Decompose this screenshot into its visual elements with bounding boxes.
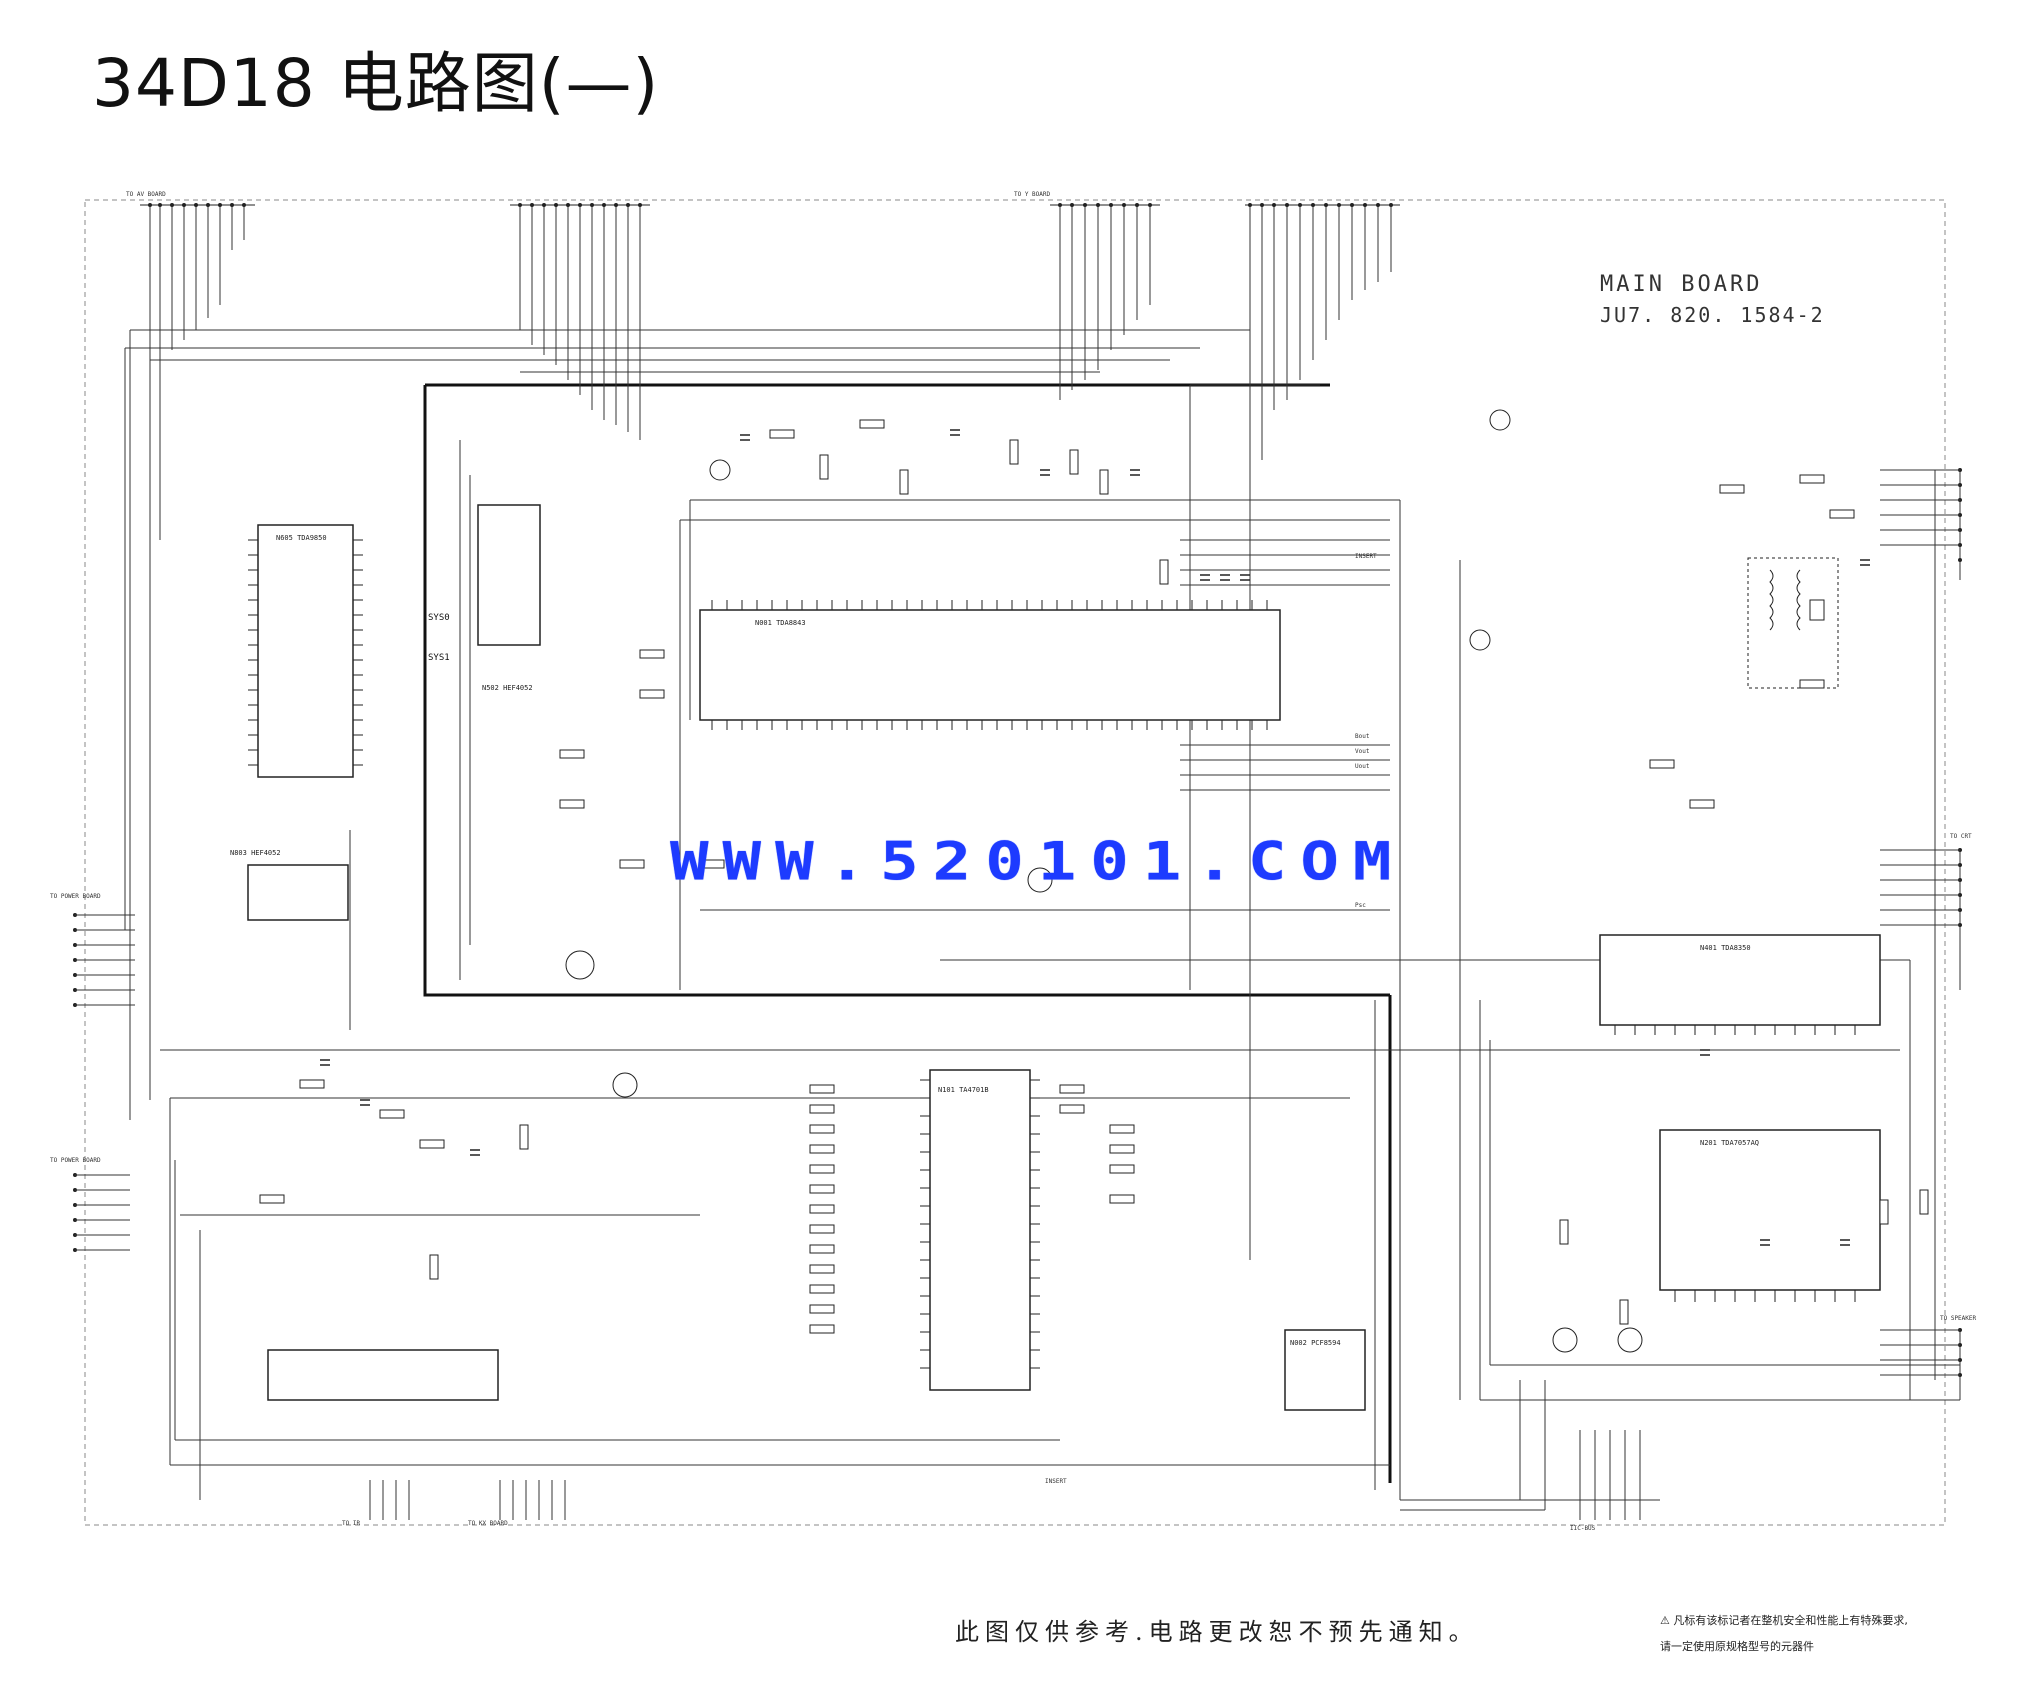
safety-note-line1: ⚠ 凡标有该标记者在整机安全和性能上有特殊要求, — [1660, 1614, 1908, 1627]
connector-to-y-board: TO Y BOARD — [1014, 191, 1051, 198]
ic-label-n803: N803 HEF4052 — [230, 849, 281, 857]
signal-sys1: SYS1 — [428, 653, 450, 663]
website-watermark: WWW.520101.COM — [670, 832, 1406, 893]
safety-note: ⚠ 凡标有该标记者在整机安全和性能上有特殊要求, 请一定使用原规格型号的元器件 — [1660, 1608, 2030, 1660]
board-name: MAIN BOARD — [1600, 272, 1763, 297]
safety-note-line2: 请一定使用原规格型号的元器件 — [1660, 1640, 1814, 1653]
signal-insert: INSERT — [1355, 553, 1377, 560]
connector-to-power-board-2: TO POWER BOARD — [50, 1157, 101, 1164]
ic-label-n101: N101 TA4701B — [938, 1086, 989, 1094]
ic-label-n605: N605 TDA9850 — [276, 534, 327, 542]
signal-uout: Uout — [1355, 763, 1370, 770]
ic-label-n401: N401 TDA8350 — [1700, 944, 1751, 952]
signal-psc: Psc — [1355, 902, 1366, 909]
board-part-number: JU7. 820. 1584-2 — [1600, 303, 1825, 327]
signal-insert-2: INSERT — [1045, 1478, 1067, 1485]
ic-label-n001: N001 TDA8843 — [755, 619, 806, 627]
ic-label-n502: N502 HEF4052 — [482, 684, 533, 692]
page-title: 34D18 电路图(—) — [92, 45, 660, 122]
connector-to-kx-board: TO KX BOARD — [468, 1520, 508, 1527]
signal-bout: Bout — [1355, 733, 1370, 740]
connector-to-av-board: TO AV BOARD — [126, 191, 166, 198]
reference-note: 此图仅供参考.电路更改恕不预先通知。 — [955, 1618, 1479, 1646]
connector-to-ir: TO IR — [342, 1520, 360, 1527]
board-label: MAIN BOARD JU7. 820. 1584-2 — [1600, 272, 1840, 327]
signal-vout: Vout — [1355, 748, 1370, 755]
signal-sys0: SYS0 — [428, 613, 450, 623]
connector-to-speaker: TO SPEAKER — [1940, 1315, 1977, 1322]
connector-iic-bus: IIC-BUS — [1570, 1525, 1596, 1532]
ic-label-n201: N201 TDA7057AQ — [1700, 1139, 1759, 1147]
ic-label-n002: N002 PCF8594 — [1290, 1339, 1341, 1347]
connector-to-crt: TO CRT — [1950, 833, 1972, 840]
connector-to-power-board: TO POWER BOARD — [50, 893, 101, 900]
